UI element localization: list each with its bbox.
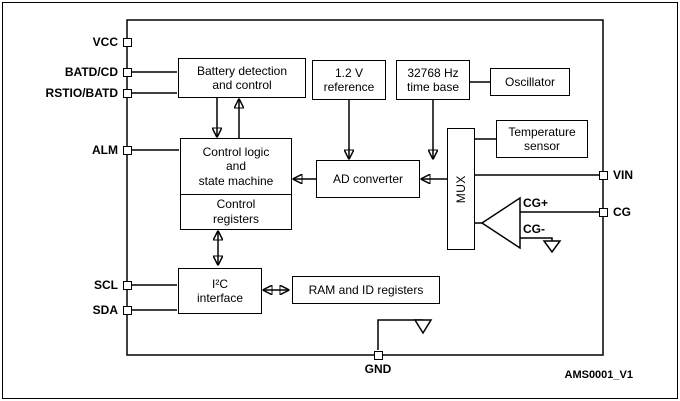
- wire-cg-minus: [520, 237, 553, 241]
- pin-label-scl: SCL: [94, 278, 118, 292]
- chip-boundary: [126, 19, 604, 356]
- pin-label-rstio-batd: RSTIO/BATD: [45, 86, 118, 100]
- pin-rstio-batd: [122, 88, 132, 98]
- block-control-logic-group: Control logic and state machine Control …: [180, 138, 292, 230]
- pin-label-vin: VIN: [613, 168, 634, 182]
- pin-label-alm: ALM: [92, 143, 118, 157]
- block-1v2-reference: 1.2 V reference: [312, 60, 386, 100]
- block-battery-detection: Battery detection and control: [178, 58, 306, 98]
- ground-symbol-cg: [542, 240, 562, 254]
- pin-vin: [598, 170, 608, 180]
- pin-label-sda: SDA: [92, 303, 118, 317]
- block-ad-converter: AD converter: [316, 160, 420, 198]
- pin-label-cg: CG: [613, 205, 631, 219]
- block-ram-id-registers: RAM and ID registers: [292, 276, 440, 304]
- block-mux: MUX: [447, 128, 475, 250]
- mux-label: MUX: [453, 174, 468, 204]
- block-time-base: 32768 Hz time base: [396, 60, 470, 100]
- signal-label-cg-minus: CG-: [523, 222, 545, 236]
- block-i2c-interface: I²C interface: [178, 268, 262, 314]
- pin-label-vcc: VCC: [92, 35, 118, 49]
- signal-label-cg-plus: CG+: [523, 196, 549, 210]
- wire-gnd: [377, 319, 423, 350]
- pin-label-gnd: GND: [364, 362, 392, 376]
- pin-sda: [122, 305, 132, 315]
- arrows: [217, 98, 447, 290]
- pin-label-batd-cd: BATD/CD: [64, 65, 118, 79]
- block-temperature-sensor: Temperature sensor: [496, 120, 588, 158]
- ground-symbol-gnd: [413, 319, 433, 335]
- pin-cg: [598, 207, 608, 217]
- pin-scl: [122, 280, 132, 290]
- pin-gnd: [373, 350, 383, 360]
- block-control-registers: Control registers: [181, 194, 291, 228]
- comparator-triangle: [480, 196, 521, 250]
- pin-vcc: [122, 37, 132, 47]
- block-oscillator: Oscillator: [490, 68, 570, 96]
- pin-alm: [122, 145, 132, 155]
- doc-reference: AMS0001_V1: [564, 369, 634, 381]
- pin-batd-cd: [122, 67, 132, 77]
- wires: [131, 71, 600, 350]
- block-control-logic: Control logic and state machine: [198, 144, 274, 188]
